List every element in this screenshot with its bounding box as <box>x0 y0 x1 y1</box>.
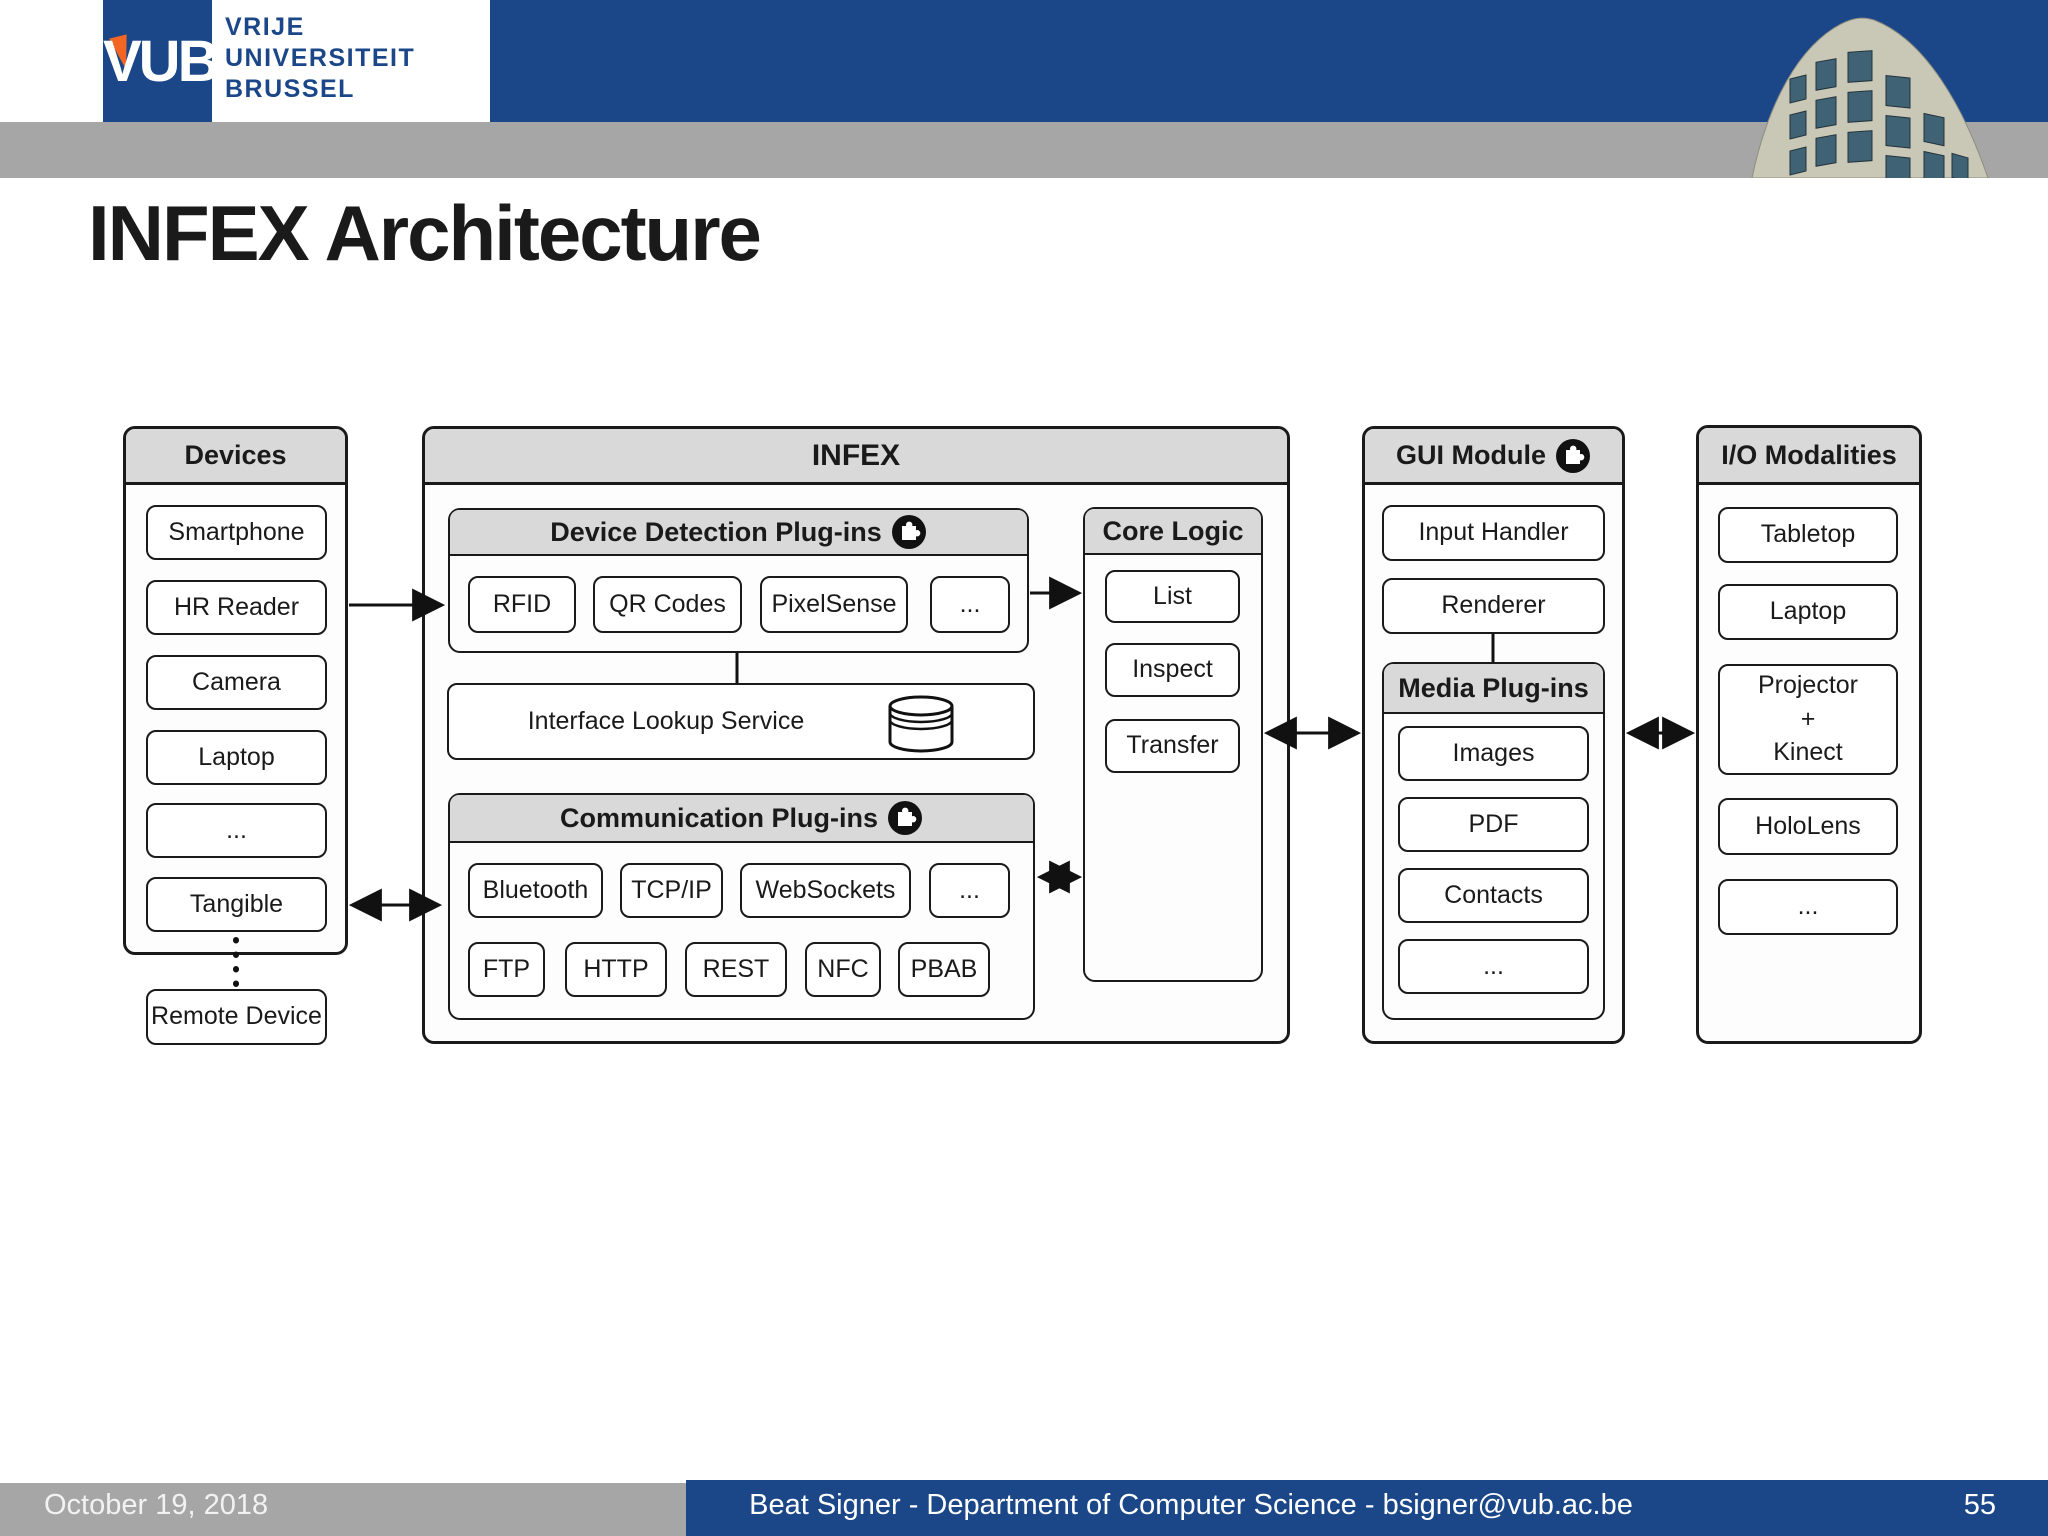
gui-box-renderer: Renderer <box>1382 578 1605 634</box>
dd-box-rfid: RFID <box>468 576 576 633</box>
device-box-hr-reader: HR Reader <box>146 580 327 635</box>
footer-date: October 19, 2018 <box>44 1489 269 1521</box>
comm-box-ellipsis: ... <box>929 863 1010 918</box>
io-box-ellipsis: ... <box>1718 879 1898 935</box>
remote-device-box: Remote Device <box>146 989 327 1045</box>
footer-credit: Beat Signer - Department of Computer Sci… <box>749 1489 1633 1521</box>
gui-box-input-handler: Input Handler <box>1382 505 1605 561</box>
core-box-list: List <box>1105 570 1240 623</box>
core-box-inspect: Inspect <box>1105 643 1240 697</box>
media-box-pdf: PDF <box>1398 797 1589 852</box>
core-logic-title: Core Logic <box>1085 509 1261 555</box>
comm-box-pbab: PBAB <box>898 942 990 997</box>
gui-module-title-text: GUI Module <box>1396 440 1546 470</box>
device-box-smartphone: Smartphone <box>146 505 327 560</box>
comm-box-ftp: FTP <box>468 942 545 997</box>
io-box-hololens: HoloLens <box>1718 798 1898 855</box>
comm-box-nfc: NFC <box>805 942 881 997</box>
header-white-band <box>0 0 490 122</box>
device-box-ellipsis: ... <box>146 803 327 858</box>
puzzle-icon <box>1556 438 1590 473</box>
io-box-tabletop: Tabletop <box>1718 507 1898 563</box>
wordmark-line: VRIJE <box>225 13 305 41</box>
puzzle-icon <box>891 515 926 549</box>
comm-box-bluetooth: Bluetooth <box>468 863 603 918</box>
media-box-ellipsis: ... <box>1398 939 1589 994</box>
university-wordmark: VRIJE UNIVERSITEIT BRUSSEL <box>225 12 415 105</box>
footer-page-number: 55 <box>1963 1489 1996 1521</box>
media-box-contacts: Contacts <box>1398 868 1589 923</box>
device-box-camera: Camera <box>146 655 327 710</box>
comm-box-http: HTTP <box>565 942 667 997</box>
io-box-projector-kinect: Projector + Kinect <box>1718 664 1898 775</box>
vub-logo-text: VUB <box>103 29 219 94</box>
campus-building-photo <box>1751 17 1989 178</box>
dd-box-pixelsense: PixelSense <box>760 576 908 633</box>
devices-panel-title: Devices <box>126 429 345 485</box>
core-box-transfer: Transfer <box>1105 719 1240 773</box>
device-detection-title: Device Detection Plug-ins <box>450 510 1027 556</box>
puzzle-icon <box>888 801 922 835</box>
page-title: INFEX Architecture <box>88 189 762 277</box>
footer-blue-band <box>686 1480 2048 1536</box>
comm-box-tcpip: TCP/IP <box>620 863 723 918</box>
dd-box-qr-codes: QR Codes <box>593 576 742 633</box>
dd-box-ellipsis: ... <box>930 576 1010 633</box>
device-detection-title-text: Device Detection Plug-ins <box>550 516 882 547</box>
infex-panel-title: INFEX <box>425 429 1287 485</box>
device-box-tangible: Tangible <box>146 877 327 932</box>
media-box-images: Images <box>1398 726 1589 781</box>
header-gray-band <box>0 122 2048 178</box>
comm-box-rest: REST <box>685 942 787 997</box>
device-box-laptop: Laptop <box>146 730 327 785</box>
media-plugins-title: Media Plug-ins <box>1384 664 1603 714</box>
gui-module-title: GUI Module <box>1365 429 1622 485</box>
io-modalities-title: I/O Modalities <box>1699 428 1919 485</box>
database-icon <box>888 695 954 753</box>
communication-title: Communication Plug-ins <box>450 795 1033 843</box>
communication-title-text: Communication Plug-ins <box>559 802 878 833</box>
io-box-laptop: Laptop <box>1718 584 1898 640</box>
wordmark-line: UNIVERSITEIT <box>225 44 416 72</box>
vub-logo: VUB <box>103 0 219 122</box>
wordmark-line: BRUSSEL <box>225 75 355 103</box>
comm-box-websockets: WebSockets <box>740 863 911 918</box>
